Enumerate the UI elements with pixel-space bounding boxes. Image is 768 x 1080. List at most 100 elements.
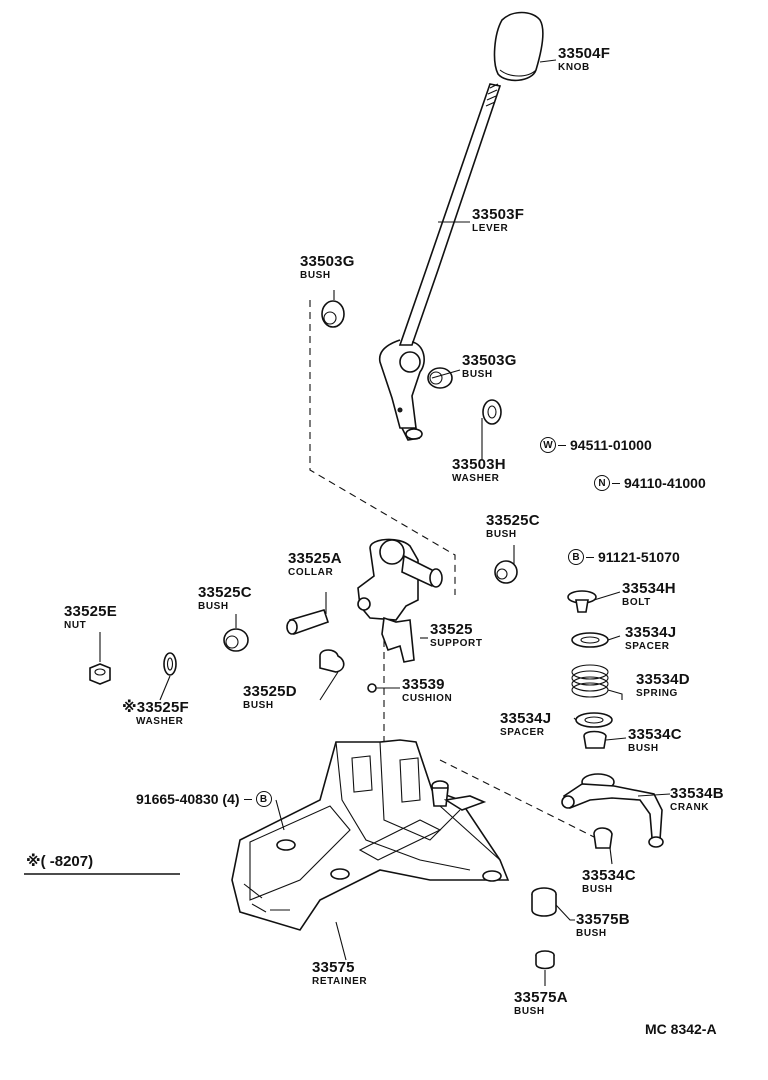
fastener-nut-n: N 94110-41000 xyxy=(594,475,706,491)
w-symbol-icon: W xyxy=(540,437,556,453)
label-lever: 33503F LEVER xyxy=(472,207,524,234)
part-number: 33539 xyxy=(402,676,445,693)
label-spring: 33534D SPRING xyxy=(636,672,690,699)
leader-lines xyxy=(159,59,671,865)
fastener-number: 94110-41000 xyxy=(624,475,706,491)
part-name: BUSH xyxy=(628,743,659,754)
bush-support-left-drawing xyxy=(223,628,249,652)
part-number: 33525F xyxy=(136,699,189,716)
label-support: 33525 SUPPORT xyxy=(430,622,483,649)
part-name: BUSH xyxy=(582,884,613,895)
label-spacer-lower: 33534J SPACER xyxy=(500,711,551,738)
part-name: WASHER xyxy=(136,716,184,727)
fastener-number: 94511-01000 xyxy=(570,437,652,453)
label-bush-retainer-lower: 33575A BUSH xyxy=(514,990,568,1017)
part-name: SUPPORT xyxy=(430,638,483,649)
label-bolt: 33534H BOLT xyxy=(622,581,676,608)
part-name: CRANK xyxy=(670,802,710,813)
label-retainer: 33575 RETAINER xyxy=(312,960,367,987)
part-name: BUSH xyxy=(243,700,274,711)
collar-drawing xyxy=(286,609,330,636)
part-name: WASHER xyxy=(452,473,500,484)
part-name: COLLAR xyxy=(288,567,334,578)
part-number: 33534H xyxy=(622,580,676,597)
lever-drawing xyxy=(378,83,502,441)
part-name: BUSH xyxy=(462,369,493,380)
label-bush-support-right: 33525C BUSH xyxy=(486,513,540,540)
applicability-note: ※( -8207) xyxy=(26,853,94,870)
crank-drawing xyxy=(561,773,664,848)
spacer-upper-drawing xyxy=(571,632,609,648)
part-number: 33525A xyxy=(288,550,342,567)
bush-retainer-drawing xyxy=(531,887,575,921)
part-name: NUT xyxy=(64,620,87,631)
part-number: 33525E xyxy=(64,603,117,620)
fastener-bolt-b-left: 91665-40830 (4) B xyxy=(136,791,274,807)
label-spacer-upper: 33534J SPACER xyxy=(625,625,676,652)
part-name: SPACER xyxy=(625,641,670,652)
spring-drawing xyxy=(571,664,623,700)
label-collar: 33525A COLLAR xyxy=(288,551,342,578)
bush-crank-upper-drawing xyxy=(583,730,607,749)
knob-drawing xyxy=(493,11,544,82)
part-name: BOLT xyxy=(622,597,651,608)
retainer-drawing xyxy=(231,739,510,961)
spacer-lower-drawing xyxy=(575,712,613,728)
support-drawing xyxy=(357,538,443,663)
label-bush-right-top: 33503G BUSH xyxy=(462,353,517,380)
fastener-bolt-b-right: B 91121-51070 xyxy=(568,549,680,565)
bush-retainer-lower-drawing xyxy=(535,950,555,986)
dash-icon xyxy=(243,798,252,800)
label-washer-lever: 33503H WASHER xyxy=(452,457,506,484)
part-name: KNOB xyxy=(558,62,590,73)
part-name: RETAINER xyxy=(312,976,368,987)
label-cushion: 33539 CUSHION xyxy=(402,677,452,704)
dash-icon xyxy=(612,482,620,484)
part-name: BUSH xyxy=(576,928,607,939)
part-name: BUSH xyxy=(514,1006,545,1017)
label-bush-support-lower: 33525D BUSH xyxy=(243,684,297,711)
part-number: 33534B xyxy=(670,785,724,802)
part-name: CUSHION xyxy=(402,693,453,704)
part-number: 33525 xyxy=(430,621,473,638)
part-name: BUSH xyxy=(300,270,331,281)
figure-code: MC 8342-A xyxy=(645,1021,717,1037)
part-number: 33534J xyxy=(500,710,552,727)
part-number: 33503H xyxy=(452,456,506,473)
part-number: 33503F xyxy=(472,206,525,223)
bush-top-drawings xyxy=(321,300,502,460)
part-number: 33504F xyxy=(558,45,611,62)
label-crank: 33534B CRANK xyxy=(670,786,724,813)
b-symbol-icon: B xyxy=(568,549,584,565)
part-number: 33534C xyxy=(628,726,682,743)
label-bush-support-left: 33525C BUSH xyxy=(198,585,252,612)
label-nut: 33525E NUT xyxy=(64,604,117,631)
washer-support-drawing xyxy=(163,652,177,676)
n-symbol-icon: N xyxy=(594,475,610,491)
label-bush-left-top: 33503G BUSH xyxy=(300,254,355,281)
dash-icon xyxy=(558,444,566,446)
part-name: BUSH xyxy=(198,601,229,612)
nut-drawing xyxy=(89,663,111,685)
cushion-drawing xyxy=(367,683,377,693)
bush-crank-lower-drawing xyxy=(593,827,613,849)
part-number: 33534J xyxy=(625,624,677,641)
label-bush-crank-upper: 33534C BUSH xyxy=(628,727,682,754)
label-washer-support: ※33525F WASHER xyxy=(122,700,189,727)
label-bush-crank-lower: 33534C BUSH xyxy=(582,868,636,895)
part-number: 33575 xyxy=(312,959,355,976)
part-name: SPACER xyxy=(500,727,545,738)
part-number: 33525C xyxy=(486,512,540,529)
part-number: 33503G xyxy=(462,352,517,369)
bolt-drawing xyxy=(567,590,597,613)
fastener-number: 91665-40830 (4) xyxy=(136,791,240,807)
part-name: LEVER xyxy=(472,223,509,234)
dash-icon xyxy=(586,556,594,558)
part-number: 33503G xyxy=(300,253,355,270)
part-number: 33525D xyxy=(243,683,297,700)
label-knob: 33504F KNOB xyxy=(558,46,610,73)
part-number: 33575A xyxy=(514,989,568,1006)
bush-support-lower-drawing xyxy=(319,649,345,673)
